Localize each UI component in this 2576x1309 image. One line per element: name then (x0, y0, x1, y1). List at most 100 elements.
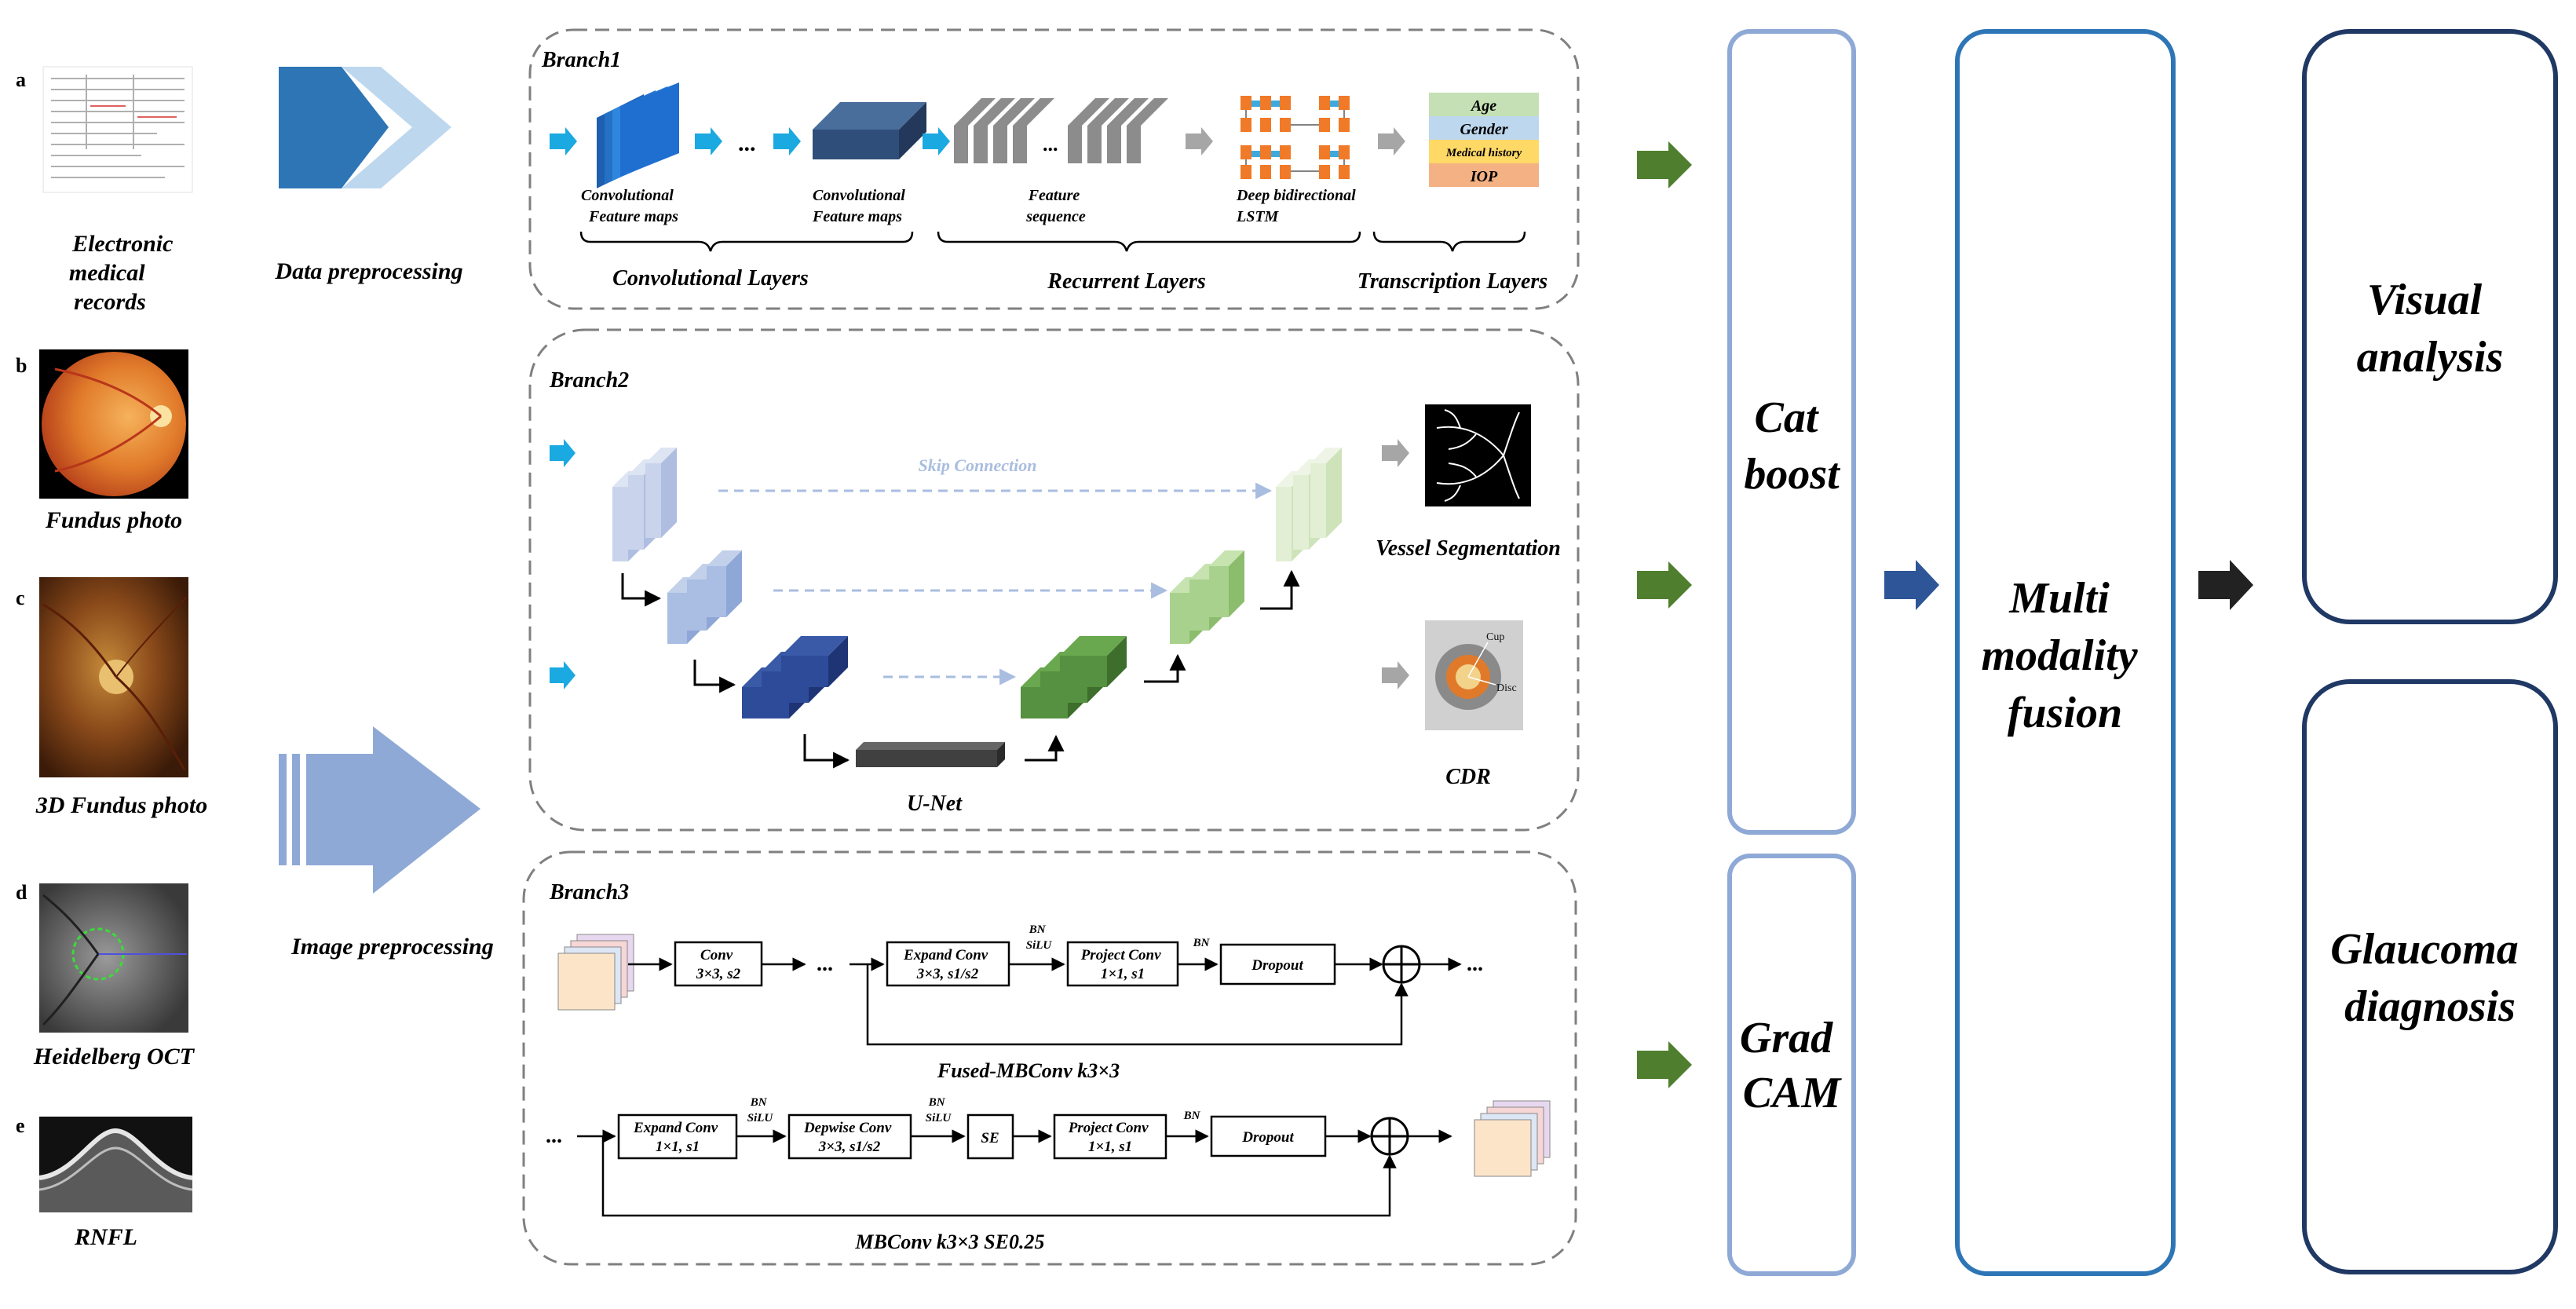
gray-arrow-icon (1382, 661, 1409, 689)
fused-project-line2: 1×1, s1 (1101, 966, 1145, 982)
catboost-line2: boost (1744, 450, 1840, 499)
navy-arrow-icon (1884, 560, 1939, 610)
mb-project-line2: 1×1, s1 (1088, 1139, 1132, 1155)
mb-project-conv-block (1053, 1113, 1167, 1160)
cdr-cup-label: Cup (1486, 631, 1504, 643)
fused-expand-conv-block (886, 941, 1010, 987)
fused-expand-line2: 3×3, s1/s2 (916, 966, 979, 982)
fused-dropout-text: Dropout (1251, 957, 1303, 974)
branch1-braces (579, 231, 1526, 252)
clinical-features-table: Age Gender Medical history IOP (1429, 93, 1539, 187)
fused-mbconv-label: Fused-MBConv k3×3 (937, 1059, 1120, 1082)
glaucoma-line1: Glaucoma (2330, 925, 2519, 974)
fused-residual-path (866, 964, 1409, 1046)
visual-analysis-text: Visual analysis (2357, 276, 2504, 382)
input-e-caption: RNFL (74, 1224, 137, 1250)
input-a-caption-line2: medical (69, 260, 145, 286)
3d-fundus-photo-image (39, 577, 188, 777)
fused-silu: SiLU (1026, 939, 1053, 952)
unet-bottleneck (856, 742, 1005, 767)
mb-expand-line1: Expand Conv (633, 1120, 718, 1136)
table-medical-history: Medical history (1445, 147, 1522, 159)
input-a-caption-line3: records (74, 289, 146, 315)
visual-line1: Visual (2367, 276, 2483, 324)
conv-feature-maps-1 (597, 82, 679, 188)
input-a: a Electronic medical records (16, 66, 193, 315)
feature-sequence: ... (954, 98, 1168, 163)
branch3-panel: Branch3 Conv 3×3, s2 ... Expand Conv 3×3… (522, 850, 1577, 1266)
green-arrow-icon (1637, 1041, 1692, 1088)
skip-connection-label: Skip Connection (919, 455, 1037, 475)
mb-add-icon (1370, 1117, 1409, 1156)
table-gender: Gender (1460, 121, 1507, 138)
output-feature-stack (1474, 1100, 1551, 1177)
conv-block-line1: Conv (700, 947, 733, 963)
input-a-caption-line1: Electronic (71, 231, 173, 257)
catboost-text: Cat boost (1744, 393, 1840, 499)
gray-arrow-icon (1382, 439, 1409, 467)
vessel-segmentation-image (1425, 404, 1531, 506)
branch2-panel: Branch2 (528, 328, 1580, 832)
cyan-arrow-icon (923, 127, 950, 155)
branch3-ellipsis-1: ... (817, 952, 833, 976)
cyan-arrow-icon (695, 127, 722, 155)
data-preprocessing-chevrons (279, 67, 451, 188)
lstm-icon (1240, 96, 1350, 179)
cdr-image: Cup Disc (1425, 620, 1523, 730)
fusion-text: Multi modality fusion (1981, 574, 2148, 737)
conv1-line1: Convolutional (581, 187, 674, 204)
branch2-title: Branch2 (549, 368, 629, 393)
fused-expand-line1: Expand Conv (903, 947, 988, 963)
mb-depwise-line2: 3×3, s1/s2 (818, 1139, 881, 1155)
lstm-line1: Deep bidirectional (1236, 187, 1356, 204)
unet-decoder-3 (1021, 636, 1127, 718)
unet-encoder-2 (667, 550, 742, 644)
input-b: b Fundus photo (16, 349, 188, 533)
rnfl-scan-image (38, 1117, 193, 1212)
input-d-letter: d (16, 881, 27, 904)
unet-decoder-2 (1170, 550, 1244, 644)
feature-sequence-label: Feature sequence (1025, 187, 1086, 225)
green-arrow-icon (1637, 141, 1692, 188)
mb-project-line1: Project Conv (1068, 1120, 1149, 1136)
mb-se-block (966, 1113, 1014, 1160)
branch3-ellipsis-3: ... (546, 1124, 562, 1148)
emr-document-icon (42, 66, 193, 193)
conv2-line1: Convolutional (813, 187, 905, 204)
mb-bn-1: BN (750, 1096, 768, 1109)
cdr-label: CDR (1445, 765, 1491, 789)
fusion-line2: modality (1981, 631, 2138, 680)
conv1-line2: Feature maps (588, 208, 678, 225)
branch1-panel: Branch1 Convolutional Feature maps ... C… (528, 28, 1580, 310)
unet-decoder-1 (1276, 448, 1342, 561)
lstm-line2: LSTM (1236, 208, 1280, 225)
fused-project-line1: Project Conv (1080, 947, 1161, 963)
fused-bn-label: BN (1193, 937, 1211, 949)
mb-project-conv-text: Project Conv 1×1, s1 (1068, 1120, 1153, 1155)
data-preprocessing-label: Data preprocessing (274, 258, 462, 284)
mb-bn-2: BN (928, 1096, 946, 1109)
glaucoma-diagnosis-box: Glaucoma diagnosis (2302, 679, 2558, 1274)
input-a-letter: a (16, 68, 26, 91)
unet-encoder-3 (742, 636, 848, 718)
input-b-caption: Fundus photo (45, 507, 182, 533)
branch3-title: Branch3 (549, 880, 629, 905)
branch1-ellipsis-2: ... (1043, 133, 1058, 155)
branch1-ellipsis-1: ... (738, 130, 756, 156)
skip-connections (718, 482, 1273, 686)
cyan-arrow-icon (550, 439, 575, 467)
recurrent-layers-label: Recurrent Layers (1047, 269, 1206, 294)
mbconv-label: MBConv k3×3 SE0.25 (855, 1230, 1045, 1253)
mb-dropout-block (1210, 1115, 1327, 1157)
dark-arrow-icon (2198, 560, 2253, 610)
input-feature-stack (557, 934, 634, 1011)
fused-bn-silu-label: BN SiLU (1026, 923, 1053, 952)
fused-bn: BN (1029, 923, 1047, 936)
fused-project-conv-block (1066, 941, 1179, 987)
input-c-caption: 3D Fundus photo (35, 792, 207, 818)
fused-dropout-block (1219, 943, 1336, 985)
unet-label: U-Net (907, 792, 963, 816)
table-iop: IOP (1470, 168, 1498, 185)
catboost-line1: Cat (1755, 393, 1819, 442)
